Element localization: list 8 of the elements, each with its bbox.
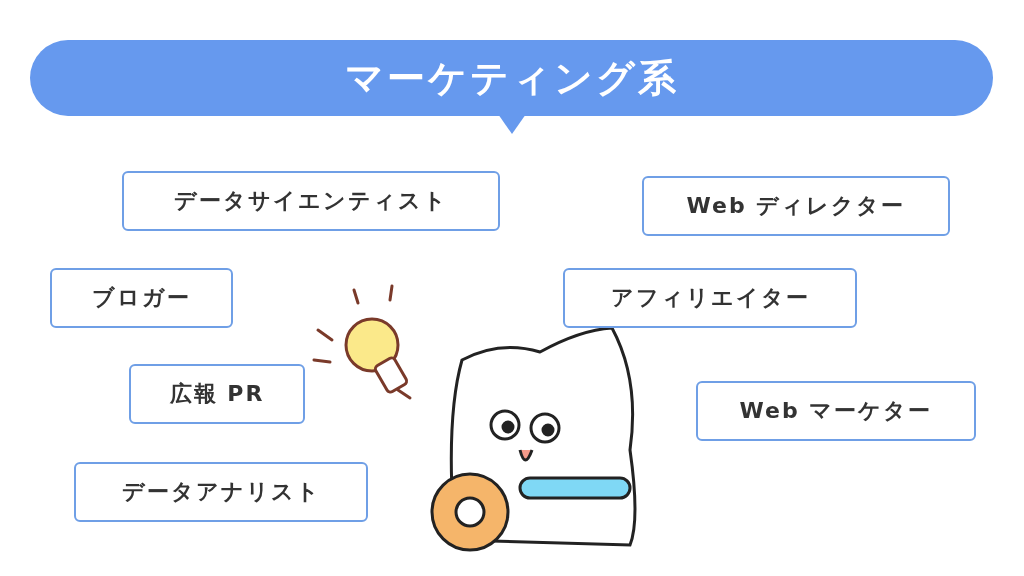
job-title-box: Web マーケター [696, 381, 976, 441]
job-title-box: アフィリエイター [563, 268, 857, 328]
title: マーケティング系 [344, 54, 679, 102]
job-title-box: データアナリスト [74, 462, 368, 522]
job-title-box: 広報 PR [129, 364, 305, 424]
job-title-box: ブロガー [50, 268, 233, 328]
job-title-box: Web ディレクター [642, 176, 950, 236]
job-title-box: データサイエンティスト [122, 171, 500, 231]
